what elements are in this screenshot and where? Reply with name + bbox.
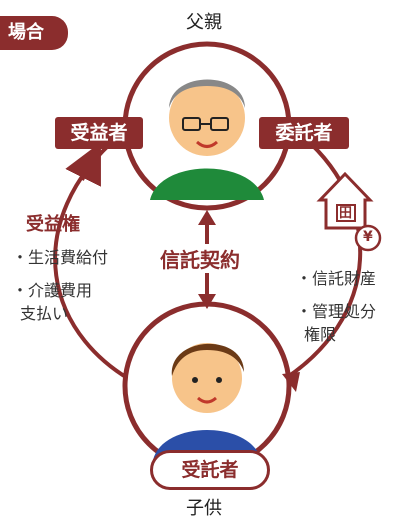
yen-icon [354, 224, 382, 252]
house-icon [316, 171, 374, 230]
yen-label: ¥ [363, 229, 373, 245]
left-arrow [65, 142, 101, 187]
right-flow-item-3: 権限 [304, 325, 337, 344]
father-face-icon [150, 79, 264, 200]
child-caption: 子供 [186, 498, 222, 519]
left-flow-item-2: ・介護費用 [12, 281, 93, 300]
house-label: 田 [339, 206, 353, 221]
settlor-tag: 委託者 [259, 117, 349, 149]
right-arrow [282, 372, 300, 392]
father-caption: 父親 [186, 12, 222, 33]
contract-label: 信託契約 [156, 244, 244, 273]
trustee-pill: 受託者 [150, 450, 270, 490]
contract-arrow-up [198, 210, 216, 225]
right-flow-item-1: ・信託財産 [296, 269, 377, 288]
left-flow-title: 受益権 [26, 214, 80, 235]
beneficiary-tag: 受益者 [55, 117, 143, 149]
left-flow-item-1: ・生活費給付 [12, 248, 109, 267]
header-tag: 場合 [0, 16, 68, 50]
contract-arrow-down [198, 294, 216, 309]
right-arc [273, 128, 363, 387]
right-flow-item-2: ・管理処分 [296, 302, 377, 321]
left-flow-item-3: 支払い [20, 304, 69, 323]
